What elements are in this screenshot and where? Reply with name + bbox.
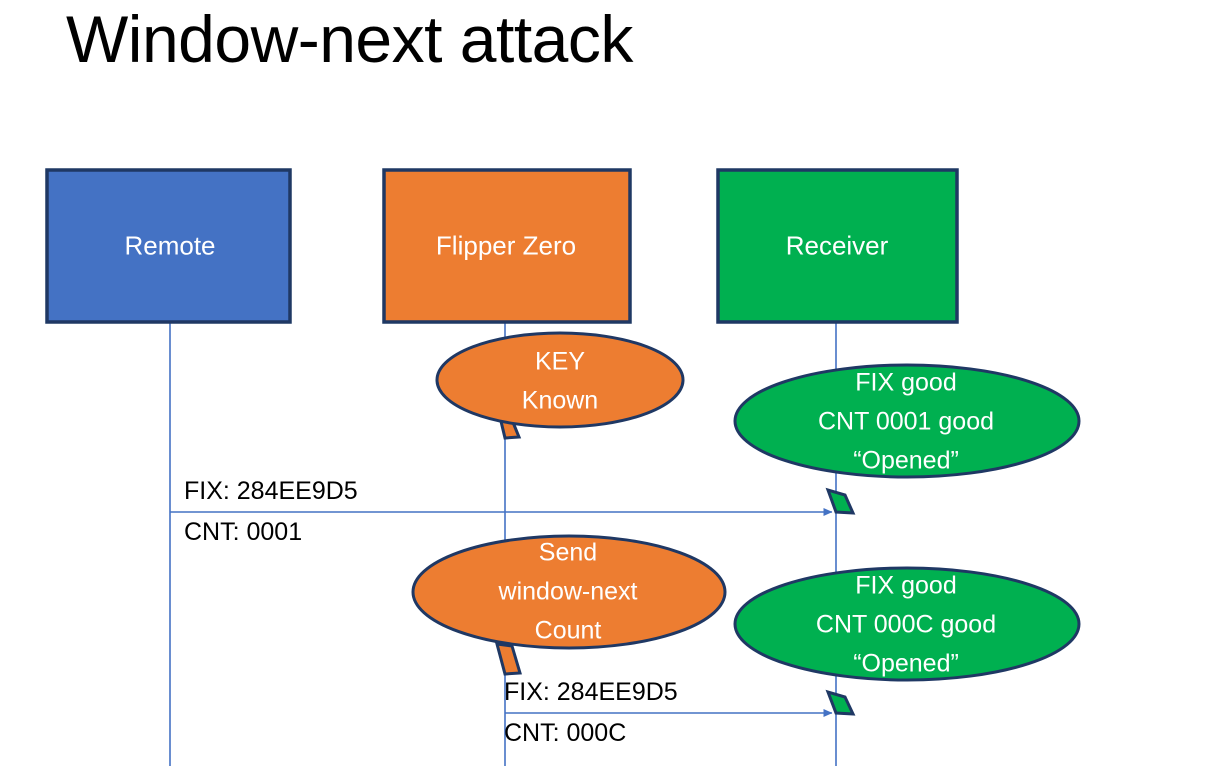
callout-text-key-known-line-1: KEY <box>534 347 586 376</box>
callout-text-send-window-next-line-2: window-next <box>498 577 638 606</box>
actor-label-flipper: Flipper Zero <box>435 230 577 261</box>
actor-box-remote[interactable] <box>45 168 292 324</box>
message-label-remote-cnt: CNT: 0001 <box>184 518 303 546</box>
callout-text-receiver-ack-2-line-1: FIX good <box>855 571 957 600</box>
callout-text-receiver-ack-2-line-3: “Opened” <box>853 649 959 678</box>
callout-send-window-next[interactable] <box>411 534 727 676</box>
callout-text-receiver-ack-1-line-2: CNT 0001 good <box>817 407 995 436</box>
actor-box-flipper[interactable] <box>382 168 632 324</box>
callout-body-send-window-next <box>411 534 727 650</box>
callout-body-receiver-ack-1 <box>733 363 1081 479</box>
callout-text-receiver-ack-2-line-2: CNT 000C good <box>815 610 997 639</box>
actor-label-remote: Remote <box>124 230 216 261</box>
callout-text-receiver-ack-1-line-1: FIX good <box>855 368 957 397</box>
callout-text-send-window-next-line-1: Send <box>538 538 598 567</box>
callout-body-receiver-ack-2 <box>733 566 1081 682</box>
actor-label-receiver: Receiver <box>785 230 889 261</box>
message-label-remote-fix: FIX: 284EE9D5 <box>184 477 358 505</box>
actor-box-receiver[interactable] <box>716 168 959 324</box>
callout-tail-receiver-ack-1 <box>825 487 856 515</box>
message-label-flipper-fix: FIX: 284EE9D5 <box>504 678 678 706</box>
callout-tail-send-window-next <box>494 642 522 676</box>
message-label-flipper-cnt: CNT: 000C <box>504 719 627 747</box>
callout-text-receiver-ack-1-line-3: “Opened” <box>853 446 959 475</box>
callout-body-key-known <box>435 331 685 429</box>
page-title: Window-next attack <box>66 2 633 76</box>
callout-receiver-ack-1[interactable] <box>733 363 1081 515</box>
callout-receiver-ack-2[interactable] <box>733 566 1081 716</box>
callout-key-known[interactable] <box>435 331 685 440</box>
callout-text-key-known-line-2: Known <box>521 386 599 415</box>
callout-tail-receiver-ack-2 <box>825 689 856 716</box>
callout-text-send-window-next-line-3: Count <box>534 616 602 645</box>
